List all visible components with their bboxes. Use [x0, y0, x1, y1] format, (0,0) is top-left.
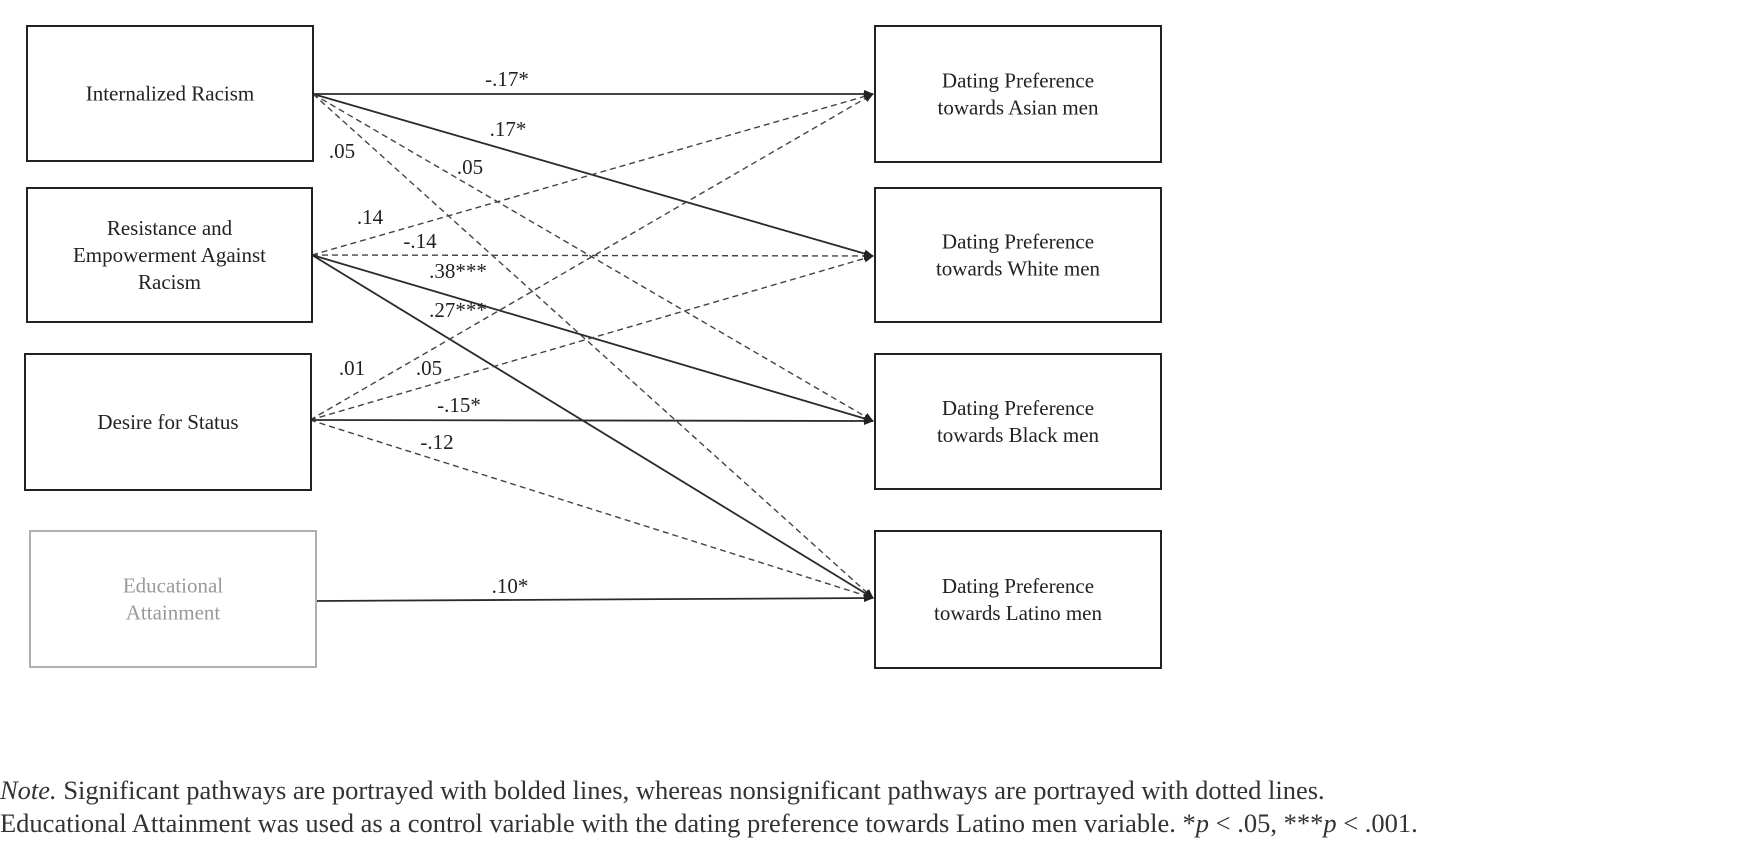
significant-path-ea-latino: [315, 594, 874, 603]
note-line-1: Note. Significant pathways are portrayed…: [0, 774, 1749, 807]
path-coefficient-ds-black: -.15*: [437, 393, 481, 417]
note-text-2a: Educational Attainment was used as a con…: [0, 808, 1196, 838]
note-label: Note.: [0, 775, 57, 805]
path-coefficient-ea-latino: .10*: [492, 574, 529, 598]
outcome-box-black-men-label-line: Dating Preference: [942, 396, 1094, 420]
outcome-box-white-men: Dating Preference towards White men: [874, 187, 1162, 323]
note-line-2: Educational Attainment was used as a con…: [0, 807, 1749, 840]
outcome-box-white-men-label-line: Dating Preference: [942, 230, 1094, 254]
outcome-box-asian-men-label-line: towards Asian men: [938, 96, 1099, 120]
outcome-box-asian-men-frame: [874, 25, 1162, 163]
path-coefficient-ir-white: .17*: [490, 117, 527, 141]
predictor-box-internalized-racism: Internalized Racism: [26, 25, 314, 162]
nonsignificant-path-ir-black: [312, 93, 874, 422]
path-coefficient-ds-latino: -.12: [420, 430, 453, 454]
nonsignificant-path-ds-latino: [309, 419, 874, 600]
outcome-box-black-men-frame: [874, 353, 1162, 490]
predictor-box-desire-for-status-label-line: Desire for Status: [97, 410, 238, 434]
path-coefficient-ir-asian: -.17*: [485, 67, 529, 91]
outcome-box-latino-men-label-line: towards Latino men: [934, 601, 1102, 625]
outcome-box-latino-men-frame: [874, 530, 1162, 669]
predictor-box-educational-attainment-label-line: Attainment: [126, 601, 221, 625]
predictor-box-resistance-and-empowerment-against-racism-frame: [26, 187, 313, 323]
predictor-box-resistance-and-empowerment-against-racism-label-line: Empowerment Against: [73, 243, 266, 267]
nonsignificant-path-ds-white: [309, 254, 874, 421]
outcome-box-latino-men-label-line: Dating Preference: [942, 574, 1094, 598]
path-coefficient-rear-asian: .14: [357, 205, 384, 229]
nonsignificant-path-ir-latino: [312, 93, 874, 599]
path-coefficient-ds-white: .05: [416, 356, 442, 380]
outcome-box-white-men-frame: [874, 187, 1162, 323]
path-coefficient-ir-black: .05: [457, 155, 483, 179]
nonsignificant-path-ds-asian: [309, 93, 874, 421]
predictor-box-educational-attainment-frame: [29, 530, 317, 668]
outcome-box-black-men: Dating Preference towards Black men: [874, 353, 1162, 490]
predictor-box-desire-for-status: Desire for Status: [24, 353, 312, 491]
note-p-symbol: p: [1195, 808, 1210, 838]
note-text-2b: < .05, ***: [1209, 808, 1324, 838]
predictor-box-internalized-racism-frame: [26, 25, 314, 162]
predictor-box-educational-attainment-label-line: Educational: [123, 574, 223, 598]
path-coefficient-rear-black: .38***: [429, 259, 487, 283]
predictor-box-desire-for-status-frame: [24, 353, 312, 491]
path-coefficient-rear-latino: .27***: [429, 298, 487, 322]
nonsignificant-path-rear-white: [311, 251, 874, 260]
outcome-box-black-men-label-line: towards Black men: [937, 423, 1100, 447]
outcome-box-asian-men-label-line: Dating Preference: [942, 69, 1094, 93]
path-coefficient-ir-latino: .05: [329, 139, 355, 163]
outcome-box-white-men-label-line: towards White men: [936, 257, 1101, 281]
note-text-2c: < .001.: [1336, 808, 1418, 838]
labels-layer: -.17* .17* .05 .05 .14 -.14 .38*** .27*** .01 .05…: [329, 67, 529, 598]
paths-layer: [309, 90, 874, 603]
figure-note: Note. Significant pathways are portrayed…: [0, 774, 1749, 840]
note-text-1: Significant pathways are portrayed with …: [56, 775, 1325, 805]
path-coefficient-ds-asian: .01: [339, 356, 365, 380]
predictor-box-internalized-racism-label-line: Internalized Racism: [86, 82, 255, 106]
nonsignificant-path-rear-asian: [311, 92, 874, 256]
predictor-box-resistance-and-empowerment-against-racism-label-line: Racism: [138, 270, 201, 294]
note-p-symbol: p: [1323, 808, 1337, 838]
path-coefficient-rear-white: -.14: [403, 229, 437, 253]
significant-path-ds-black: [309, 416, 874, 425]
significant-path-rear-latino: [311, 254, 874, 599]
outcome-box-latino-men: Dating Preference towards Latino men: [874, 530, 1162, 669]
outcome-box-asian-men: Dating Preference towards Asian men: [874, 25, 1162, 163]
predictor-box-resistance-and-empowerment-against-racism-label-line: Resistance and: [107, 216, 233, 240]
